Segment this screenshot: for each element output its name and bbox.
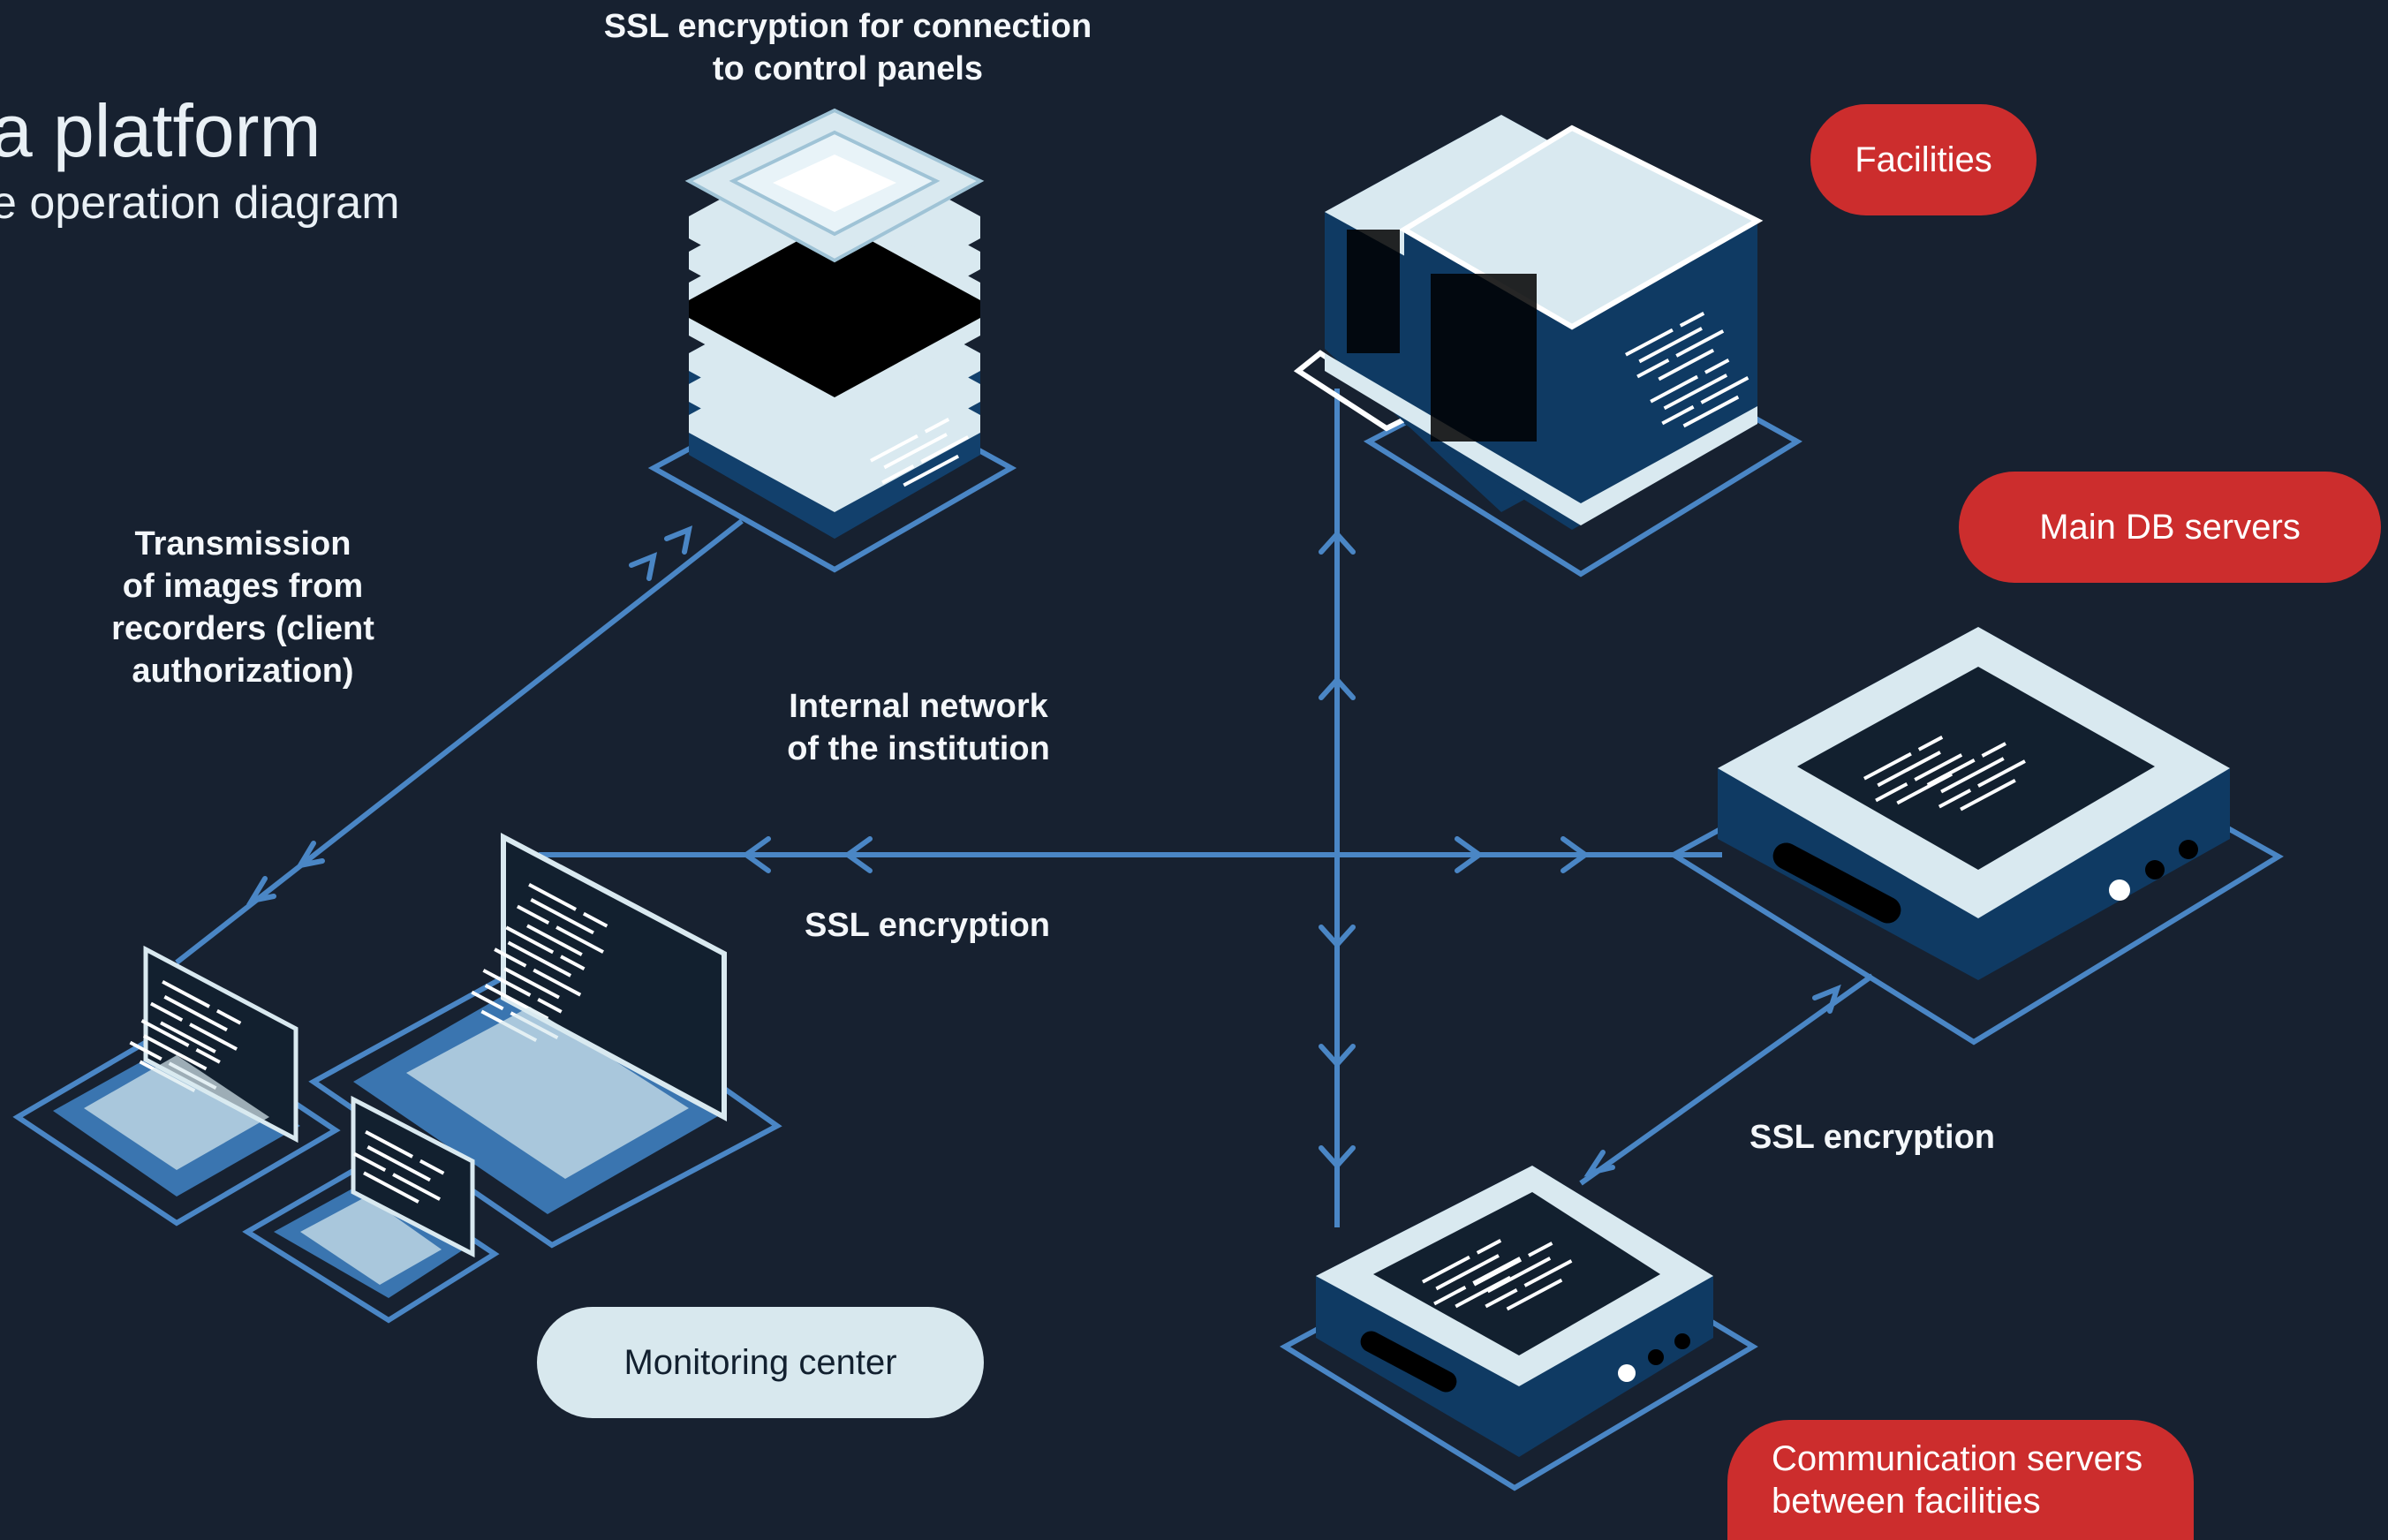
page-title: a platform [0, 89, 321, 172]
label-ssl-encryption-right: SSL encryption [1749, 1119, 1996, 1156]
tag-monitoring-center: Monitoring center [537, 1307, 984, 1418]
connection-lines [175, 389, 1874, 1227]
link-db-to-comm [1579, 973, 1874, 1186]
arrowheads [246, 525, 1841, 1177]
page-subtitle: e operation diagram [0, 177, 400, 229]
tag-main-db-servers: Main DB servers [1959, 472, 2381, 583]
communication-server-icon [1279, 1166, 1758, 1491]
facilities-server-icon [1293, 115, 1802, 578]
label-ssl-control-panels: SSL encryption for connection to control… [603, 8, 1092, 87]
label-transmission: Transmission of images from recorders (c… [111, 525, 374, 690]
main-db-server-icon [1668, 627, 2284, 1046]
monitoring-laptops-icon [12, 833, 782, 1324]
tag-facilities: Facilities [1810, 104, 2037, 215]
label-ssl-encryption-center: SSL encryption [804, 907, 1051, 944]
label-internal-network: Internal network of the institution [787, 688, 1050, 767]
control-panel-server-icon [647, 108, 1017, 573]
link-control-panel-to-laptops [175, 518, 744, 965]
tag-communication-servers: Communication servers between facilities [1727, 1420, 2194, 1540]
